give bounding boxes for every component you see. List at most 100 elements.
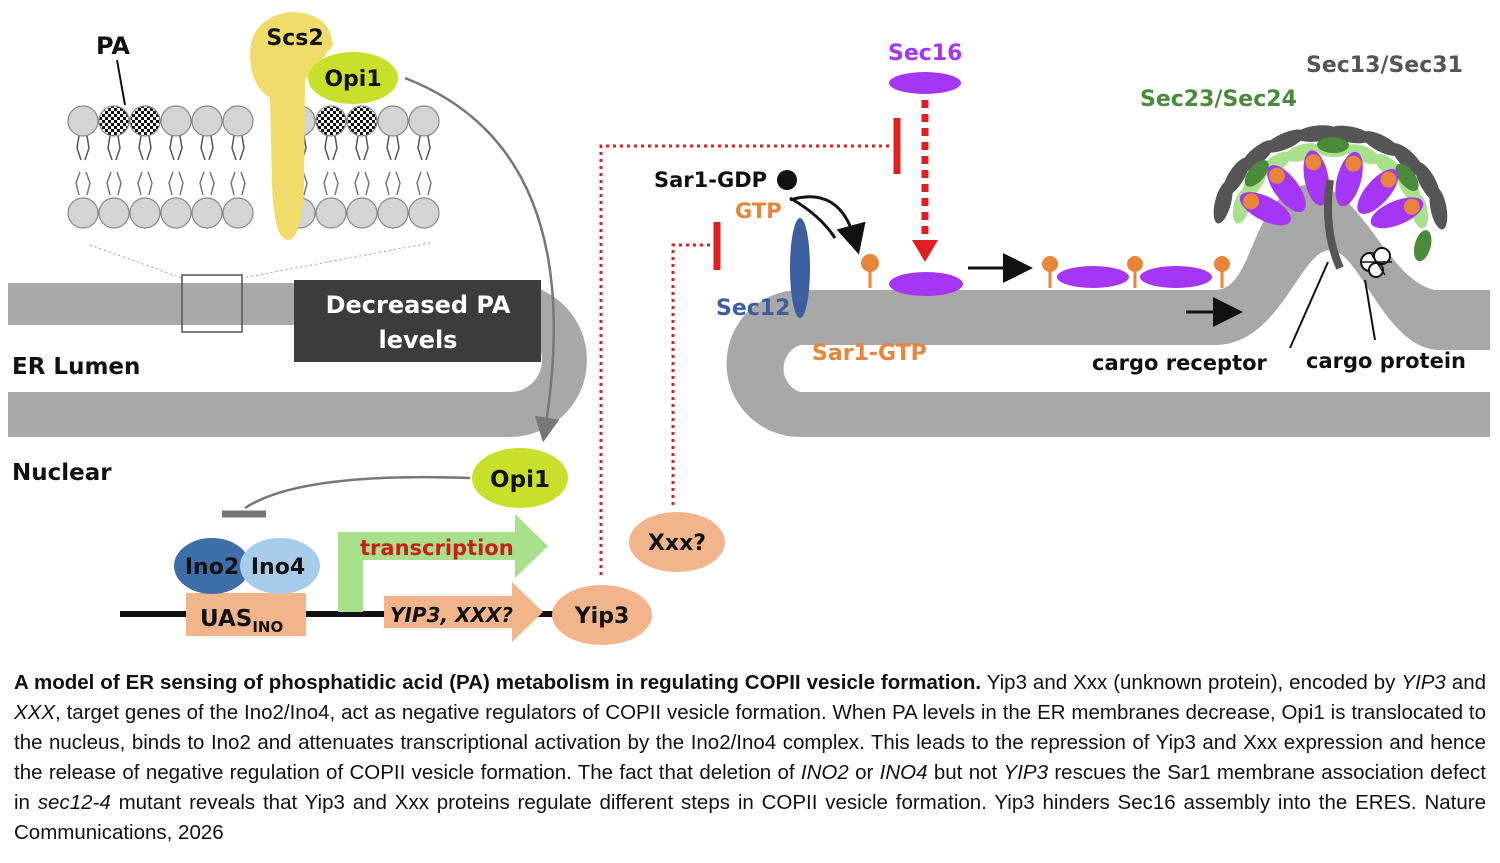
zoom-box [181, 274, 243, 333]
lipid-head [67, 197, 99, 229]
svg-text:Opi1: Opi1 [490, 467, 550, 493]
pa-pointer [116, 59, 126, 106]
er-lumen-label: ER Lumen [12, 354, 140, 380]
sec13-sec31-label: Sec13/Sec31 [1306, 53, 1463, 78]
sec23-sec24-subunit [1395, 163, 1419, 192]
sec23-sec24-label: Sec23/Sec24 [1140, 87, 1297, 112]
sar1-gtp-marker [1345, 155, 1362, 172]
sec13-sec31-subunit [1429, 186, 1448, 230]
sar1-gdp-label: Sar1-GDP [654, 168, 767, 192]
lipid-head [98, 197, 130, 229]
gtp-label: GTP [735, 199, 782, 223]
svg-text:levels: levels [379, 326, 458, 354]
svg-text:Ino4: Ino4 [251, 555, 305, 580]
cargo-receptor [1323, 179, 1344, 270]
sar1-gtp-marker [1305, 154, 1322, 171]
copii-model-diagram: Decreased PA levels ER Lumen Nuclear Scs… [8, 12, 1490, 645]
lipid-head [129, 197, 161, 229]
pa-lipid-head [98, 105, 130, 137]
opi1-nuclear: Opi1 [472, 448, 568, 508]
cargo-receptor-label: cargo receptor [1092, 351, 1268, 375]
cargo-protein-label: cargo protein [1306, 349, 1466, 373]
ino4-protein: Ino4 [240, 538, 320, 594]
caption-gene: YIP3 [1003, 761, 1048, 784]
svg-text:Opi1: Opi1 [324, 67, 381, 92]
sec12-label: Sec12 [716, 296, 790, 321]
lipid-head [377, 105, 409, 137]
xxx-inhibition-path [671, 243, 712, 505]
er-membrane-right [726, 184, 1490, 437]
caption-gene: INO4 [879, 761, 928, 784]
caption-text: but not [927, 761, 1004, 784]
sar1-gtp-marker [1403, 198, 1420, 215]
copii-coat [1213, 125, 1448, 262]
zoom-line-right [241, 242, 431, 279]
opi1-inhibition-line [244, 475, 471, 510]
cargo-protein [1360, 247, 1392, 278]
sec23-sec24-subunit [1345, 144, 1380, 164]
caption-gene: INO2 [800, 761, 849, 784]
pa-lipid-head [346, 105, 378, 137]
sec16-membrane [889, 272, 963, 296]
caption-text: , target genes of the Ino2/Ino4, act as … [14, 701, 1486, 784]
pa-lipid-head [129, 105, 161, 137]
sec23-sec24-subunit [1244, 160, 1269, 187]
sec12-protein [790, 218, 810, 318]
opi1-translocation-arrow [404, 76, 560, 443]
sec23-sec24-subunit [1317, 136, 1349, 154]
sar1-gtp-marker [1268, 167, 1285, 184]
coat-flat-assembly [1042, 256, 1230, 288]
caption-gene: XXX [14, 701, 56, 724]
caption-text: rescues the Sar1 membrane association de… [14, 761, 1486, 814]
sar1-gtp-marker [861, 254, 879, 288]
lipid-head [160, 197, 192, 229]
svg-text:Xxx?: Xxx? [648, 531, 706, 556]
caption-gene: YIP3 [1401, 671, 1446, 694]
sec16-arrowhead [912, 240, 938, 262]
opi1-membrane: Opi1 [308, 52, 398, 104]
cargo-protein-pointer [1364, 279, 1376, 341]
lipid-head [160, 105, 192, 137]
pa-label: PA [96, 32, 130, 60]
lipid-head [222, 105, 254, 137]
gene-arrow: YIP3, XXX? [384, 582, 543, 642]
sar1-gdp-dot [777, 170, 797, 190]
decreased-pa-box: Decreased PA levels [294, 280, 541, 362]
svg-text:Ino2: Ino2 [185, 555, 239, 580]
nuclear-label: Nuclear [12, 460, 112, 486]
yip3-protein: Yip3 [552, 585, 652, 645]
uas-ino-box: UASINO [186, 593, 306, 636]
caption-title: A model of ER sensing of phosphatidic ac… [14, 671, 982, 694]
lipid-head [222, 197, 254, 229]
caption-text: or [848, 761, 880, 784]
xxx-protein: Xxx? [629, 512, 725, 572]
lipid-head [315, 197, 347, 229]
ino2-protein: Ino2 [174, 538, 250, 594]
svg-text:transcription: transcription [360, 536, 514, 560]
lipid-head [408, 105, 440, 137]
cargo-receptor-pointer [1289, 261, 1329, 349]
sec16-top [889, 72, 961, 94]
lipid-head [191, 105, 223, 137]
caption-text: mutant reveals that Yip3 and Xxx protein… [14, 791, 1486, 844]
caption-gene: sec12-4 [37, 791, 111, 814]
figure-caption: A model of ER sensing of phosphatidic ac… [14, 668, 1486, 848]
sec16-label: Sec16 [888, 41, 962, 66]
caption-text: Yip3 and Xxx (unknown protein), encoded … [981, 671, 1402, 694]
caption-text: and [1445, 671, 1486, 694]
sec23-sec24-subunit [1413, 230, 1432, 262]
sar1-gtp-label: Sar1-GTP [812, 341, 927, 366]
svg-text:Decreased PA: Decreased PA [326, 291, 511, 319]
svg-text:Yip3: Yip3 [574, 604, 630, 629]
gtp-exchange-branch [789, 196, 837, 239]
zoom-line-left [89, 244, 183, 279]
lipid-head [67, 105, 99, 137]
sec13-sec31-subunit [1361, 131, 1401, 156]
sar1-gtp-marker [1243, 193, 1260, 210]
svg-text:YIP3, XXX?: YIP3, XXX? [390, 603, 513, 627]
lipid-head [408, 197, 440, 229]
svg-text:Scs2: Scs2 [266, 26, 323, 51]
yip3-inhibition-path [599, 144, 890, 575]
lipid-head [377, 197, 409, 229]
lipid-head [346, 197, 378, 229]
